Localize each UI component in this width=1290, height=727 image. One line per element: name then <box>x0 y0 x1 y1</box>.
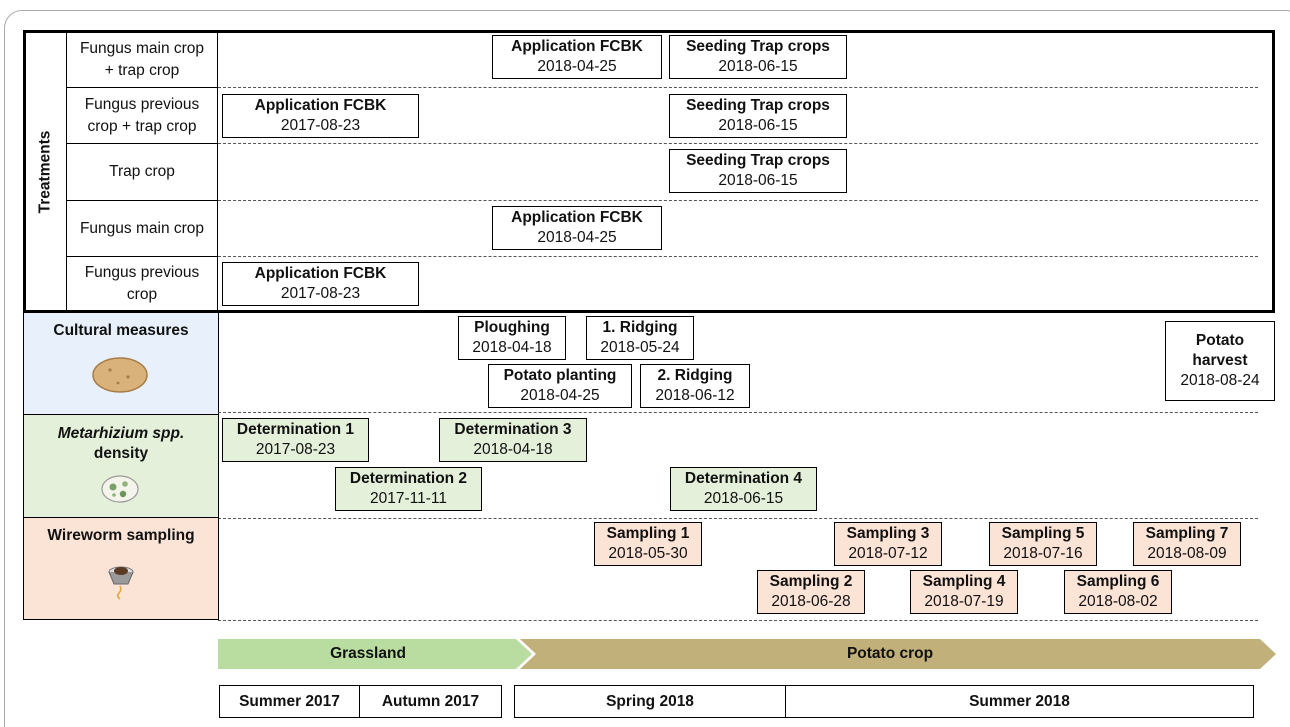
potato-crop-label: Potato crop <box>846 645 934 662</box>
potato-crop-arrow <box>520 639 1276 669</box>
treatments-block <box>23 30 1275 313</box>
soil-sieve-icon <box>108 566 134 600</box>
row-divider <box>218 412 1258 413</box>
metarhizium-cell: Metarhizium spp.density <box>23 414 219 518</box>
phase-arrows <box>218 639 1276 669</box>
metarhizium-label: Metarhizium spp. <box>57 425 185 442</box>
row-divider <box>218 87 1258 88</box>
season-cell: Spring 2018 <box>514 685 786 718</box>
potato-icon <box>92 357 148 393</box>
cultural-measures-cell: Cultural measures <box>23 313 219 415</box>
outer-frame <box>4 10 1290 727</box>
row-divider <box>218 143 1258 144</box>
treatments-axis-cell: Treatments <box>25 32 67 311</box>
grassland-arrow <box>218 639 532 669</box>
row-divider <box>218 518 1258 519</box>
treatment-row-label: Fungus main crop <box>66 200 218 257</box>
grassland-label: Grassland <box>330 645 406 662</box>
wireworm-label: Wireworm sampling <box>47 527 195 544</box>
wireworm-cell: Wireworm sampling <box>23 517 219 620</box>
petri-dish-icon <box>101 475 139 503</box>
treatments-label: Treatments <box>36 130 54 213</box>
treatment-row-label: Trap crop <box>66 143 218 201</box>
row-divider <box>218 256 1258 257</box>
season-cell: Autumn 2017 <box>359 685 502 718</box>
season-cell: Summer 2018 <box>785 685 1254 718</box>
treatment-row-label: Fungus main crop+ trap crop <box>66 32 218 88</box>
season-cell: Summer 2017 <box>219 685 360 718</box>
cultural-measures-label: Cultural measures <box>53 322 189 339</box>
row-divider <box>218 620 1258 621</box>
row-divider <box>218 200 1258 201</box>
